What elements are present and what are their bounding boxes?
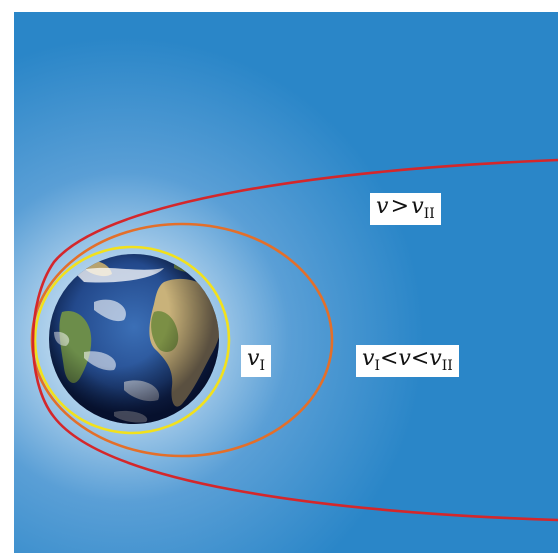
label-elliptic-op2: <	[411, 346, 429, 371]
label-escape-velocity: v > vII	[370, 193, 441, 225]
label-circular-sub: I	[259, 358, 265, 374]
orbit-diagram-canvas	[14, 12, 558, 553]
label-elliptic-op1: <	[380, 346, 398, 371]
label-first-cosmic-velocity: vI	[241, 345, 271, 377]
label-escape-var2: v	[411, 194, 423, 219]
label-elliptic-var2: v	[429, 346, 441, 371]
label-elliptic-mid: v	[398, 346, 410, 371]
orbit-diagram: v > vII vI vI<v<vII	[14, 12, 558, 553]
label-elliptic-velocity-range: vI<v<vII	[356, 345, 459, 377]
label-elliptic-sub: I	[374, 358, 380, 374]
label-escape-op: >	[391, 194, 409, 219]
label-elliptic-var: v	[362, 346, 374, 371]
label-escape-sub: II	[424, 206, 435, 222]
label-circular-var: v	[247, 346, 259, 371]
label-escape-var: v	[376, 194, 388, 219]
label-elliptic-sub2: II	[442, 358, 453, 374]
